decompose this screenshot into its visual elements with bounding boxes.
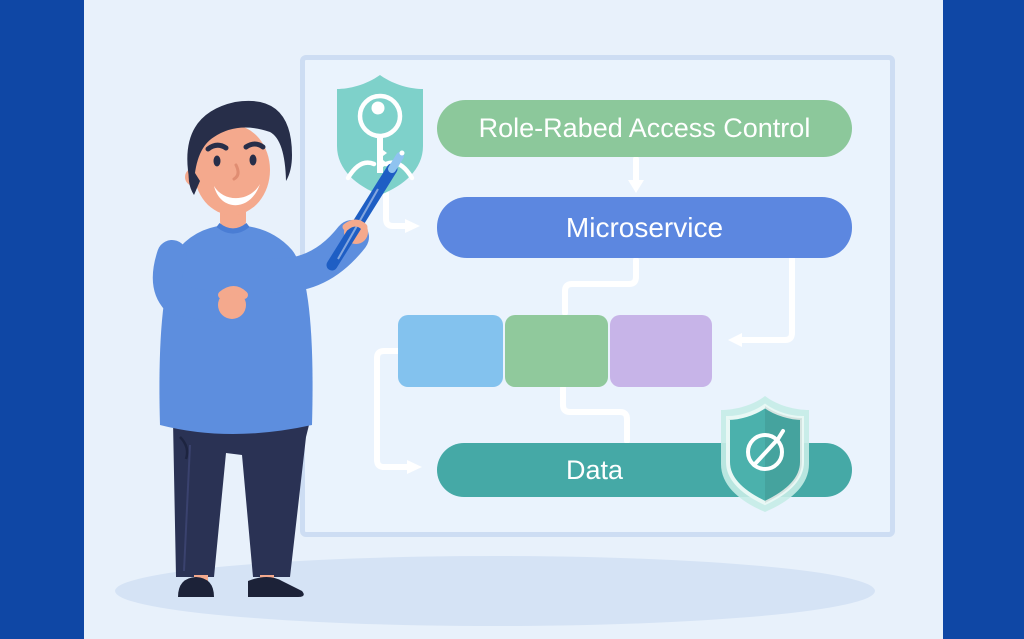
- person-illustration: [152, 100, 405, 597]
- service-box-green: [505, 315, 608, 387]
- edge-microservice-green-box: [562, 257, 639, 316]
- edge-microservice-purple-box: [739, 256, 795, 343]
- shield-key-icon: [337, 75, 423, 195]
- shield-sync-icon: [721, 396, 809, 512]
- ground-shadow: [115, 556, 875, 626]
- person-trousers: [173, 421, 310, 577]
- edge-blue-box-data: [374, 348, 410, 470]
- person-hair: [187, 100, 292, 183]
- side-band-left: [0, 0, 84, 639]
- person-smile: [214, 184, 260, 206]
- person-shoe-right: [248, 577, 304, 597]
- service-box-purple: [610, 315, 712, 387]
- arrowhead-right-icon: [407, 460, 422, 474]
- edge-pointer-microservice: [383, 190, 408, 229]
- pen: [326, 150, 405, 271]
- side-band-right: [943, 0, 1024, 639]
- edge-green-box-data: [560, 385, 630, 444]
- rbac-node-label: Role-Rabed Access Control: [478, 113, 811, 143]
- person-shoe-left: [178, 577, 214, 597]
- arrowhead-down-icon: [628, 180, 644, 193]
- arrowhead-right-icon: [405, 219, 420, 233]
- microservice-node: Microservice: [437, 197, 852, 258]
- data-node-label: Data: [565, 454, 624, 485]
- service-box-blue: [398, 315, 503, 387]
- arrowhead-left-icon: [728, 333, 742, 347]
- rbac-node: Role-Rabed Access Control: [437, 100, 852, 157]
- microservice-node-label: Microservice: [565, 211, 724, 243]
